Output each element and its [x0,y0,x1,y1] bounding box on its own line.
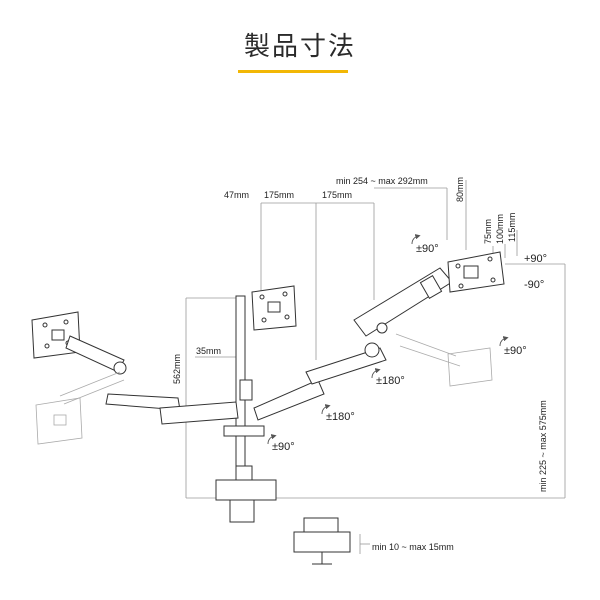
right-arm [353,267,453,337]
left-arm [65,335,181,411]
dim-pole-depth: 35mm [196,346,221,356]
dim-span: min 254 ~ max 292mm [336,176,428,186]
dim-pole-height: 562mm [172,354,182,384]
dim-height-range: min 225 ~ max 575mm [538,400,548,492]
grommet-clamp [293,517,351,565]
right-vesa-plate [447,251,505,293]
right-arm-ghost [395,333,461,367]
angle-rotate-right: ±90° [504,345,527,357]
angle-swivel-lower: ±180° [326,411,355,423]
dim-vesa-80: 80mm [455,177,465,202]
dim-vesa-75: 75mm [483,219,493,244]
center-vesa-plate [251,285,297,331]
angle-swivel-upper: ±180° [376,375,405,387]
right-vesa-plate-ghost [447,347,493,387]
angle-tilt-up: +90° [524,253,547,265]
rotation-arrows [267,234,509,445]
left-vesa-plate-ghost [35,397,83,445]
title-underline [238,70,348,73]
lower-arms [159,342,387,437]
angle-tilt-down: -90° [524,279,544,291]
dim-vesa-115: 115mm [507,213,517,242]
center-pole [235,295,253,467]
angle-rotate-base: ±90° [272,441,295,453]
angle-rotate-top: ±90° [416,243,439,255]
dim-vesa-100: 100mm [495,214,505,244]
desk-clamp [215,465,277,523]
dim-pole-offset: 47mm [224,190,249,200]
dim-clamp-range: min 10 ~ max 15mm [372,542,454,552]
dim-arm-b: 175mm [322,190,352,200]
page-title: 製品寸法 [243,32,356,62]
dim-arm-a: 175mm [264,190,294,200]
left-arm-ghost [59,371,125,405]
